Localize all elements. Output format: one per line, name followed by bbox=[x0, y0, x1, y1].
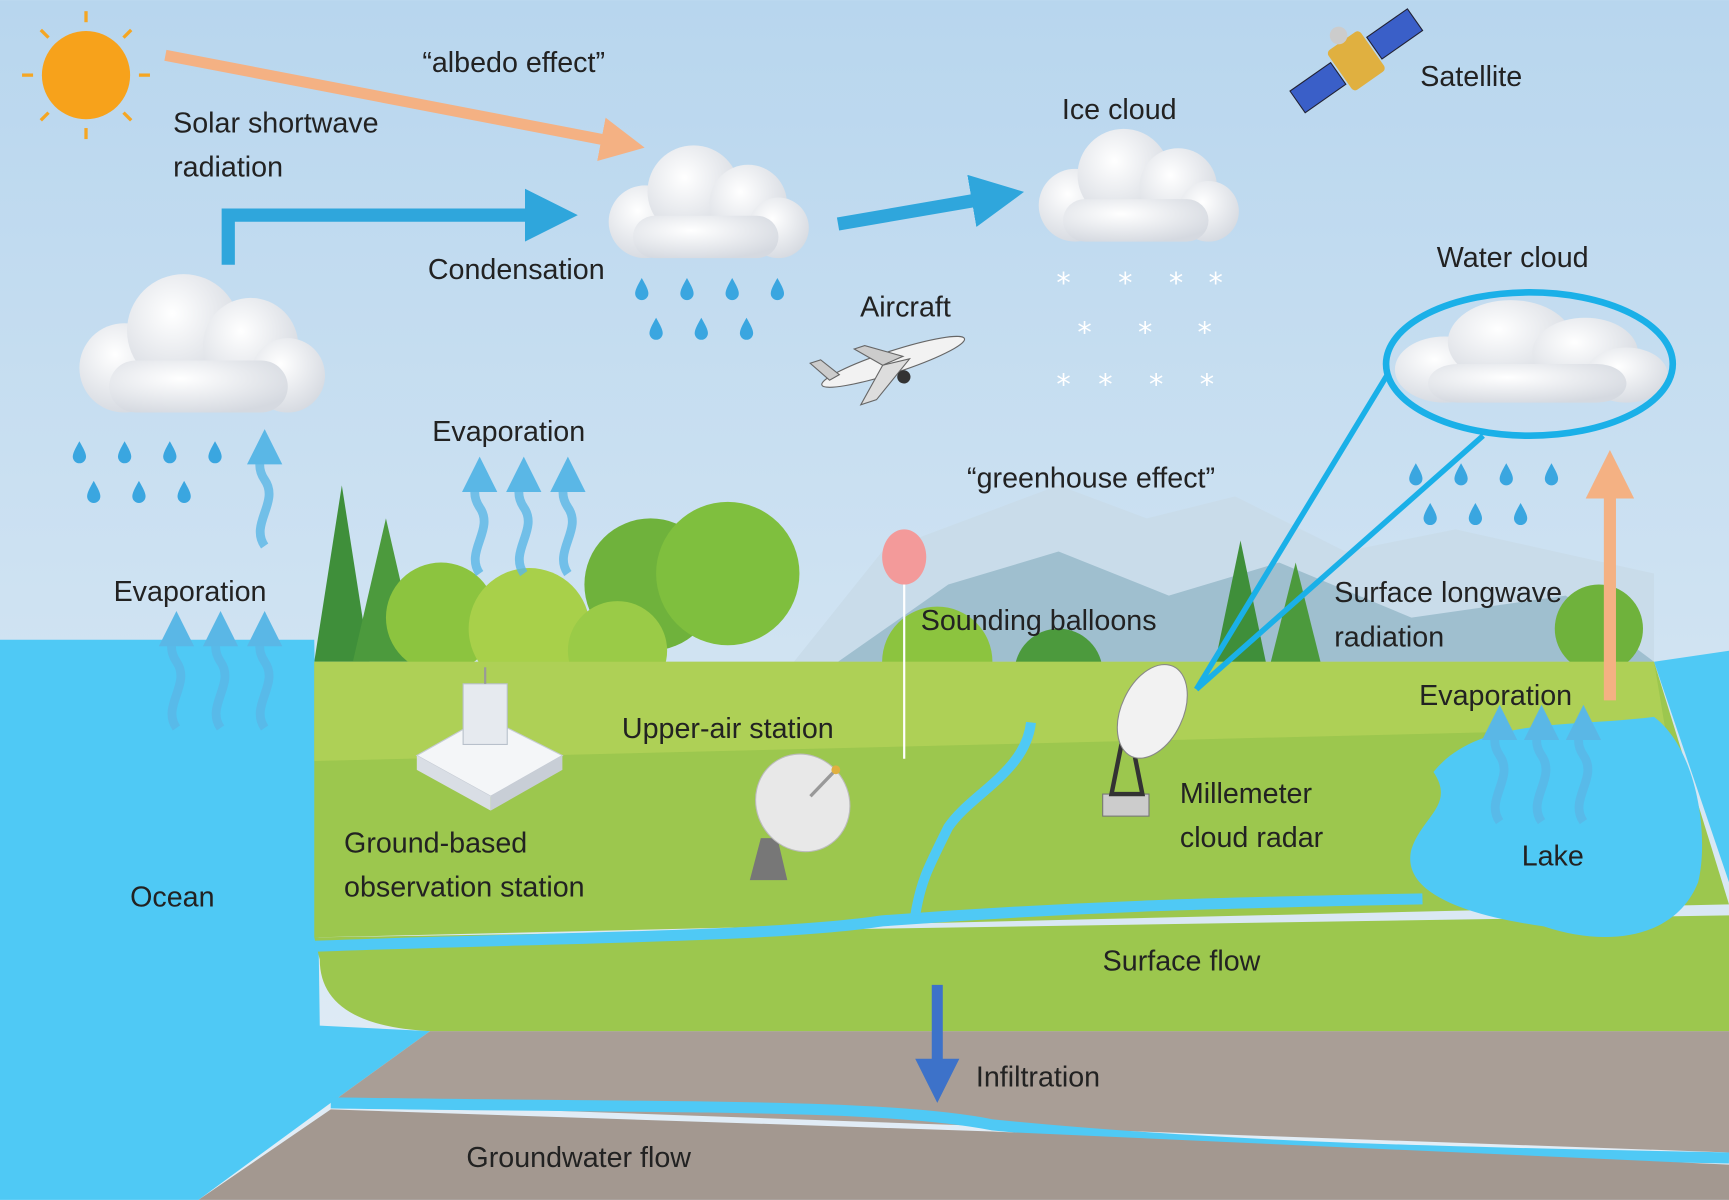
svg-text:*: * bbox=[1169, 265, 1183, 299]
label-observation-station: observation station bbox=[344, 872, 585, 904]
svg-text:*: * bbox=[1149, 367, 1163, 401]
label-cloud-radar: cloud radar bbox=[1180, 822, 1324, 854]
label-satellite: Satellite bbox=[1420, 61, 1522, 93]
svg-text:*: * bbox=[1098, 367, 1112, 401]
label-condensation: Condensation bbox=[428, 254, 605, 286]
svg-text:*: * bbox=[1209, 265, 1223, 299]
label-upper-air-station: Upper-air station bbox=[622, 713, 834, 745]
albedo-arrow bbox=[164, 49, 645, 161]
snowflake-icon: **** *** **** bbox=[1056, 265, 1222, 400]
cloud-radar-icon bbox=[1102, 663, 1188, 817]
label-ice-cloud: Ice cloud bbox=[1062, 94, 1177, 126]
sun-icon bbox=[22, 11, 150, 140]
bedrock-layer bbox=[198, 1109, 1729, 1200]
radar-beam bbox=[1194, 433, 1485, 692]
radar-dish-icon bbox=[749, 753, 851, 881]
label-ground-based: Ground-based bbox=[344, 828, 527, 860]
observation-station-icon bbox=[415, 667, 564, 811]
land-front bbox=[314, 915, 1729, 1032]
label-water-cloud: Water cloud bbox=[1437, 242, 1589, 274]
svg-text:*: * bbox=[1118, 265, 1132, 299]
ocean bbox=[0, 639, 431, 1200]
radar-beam bbox=[1194, 373, 1390, 691]
surface-flow-river bbox=[314, 893, 1423, 952]
label-lake: Lake bbox=[1522, 841, 1584, 873]
label-sounding-balloons: Sounding balloons bbox=[921, 605, 1157, 637]
label-evaporation-lake: Evaporation bbox=[1419, 680, 1572, 712]
svg-text:*: * bbox=[1138, 315, 1152, 349]
label-solar-radiation: radiation bbox=[173, 152, 283, 184]
svg-text:*: * bbox=[1056, 265, 1070, 299]
labels: “albedo effect” Solar shortwave radiatio… bbox=[114, 47, 1589, 1174]
svg-text:*: * bbox=[1198, 315, 1212, 349]
label-evaporation-forest: Evaporation bbox=[432, 416, 585, 448]
label-albedo-effect: “albedo effect” bbox=[422, 47, 605, 79]
label-ocean: Ocean bbox=[130, 882, 214, 914]
balloon-icon bbox=[882, 529, 927, 759]
svg-text:*: * bbox=[1200, 367, 1214, 401]
groundwater-flow bbox=[330, 1097, 1729, 1164]
satellite-icon bbox=[1289, 8, 1424, 114]
svg-text:*: * bbox=[1077, 315, 1091, 349]
svg-text:*: * bbox=[1056, 367, 1070, 401]
label-longwave-radiation: radiation bbox=[1334, 621, 1444, 653]
label-greenhouse-effect: “greenhouse effect” bbox=[967, 463, 1215, 495]
label-aircraft: Aircraft bbox=[860, 292, 951, 324]
lake bbox=[1410, 716, 1703, 938]
water-cloud-highlight bbox=[1382, 289, 1677, 440]
condensation-arrow bbox=[221, 188, 578, 265]
label-infiltration: Infiltration bbox=[976, 1061, 1100, 1093]
label-groundwater-flow: Groundwater flow bbox=[466, 1142, 691, 1174]
label-evaporation-ocean: Evaporation bbox=[114, 576, 267, 608]
soil-layer bbox=[330, 1031, 1729, 1153]
label-surface-longwave: Surface longwave bbox=[1334, 577, 1562, 609]
cloud-transport-arrow bbox=[836, 174, 1025, 231]
label-millimeter: Millemeter bbox=[1180, 778, 1313, 810]
label-solar-shortwave: Solar shortwave bbox=[173, 107, 378, 139]
airplane-icon bbox=[809, 335, 966, 406]
stream bbox=[910, 721, 1036, 917]
label-surface-flow: Surface flow bbox=[1103, 946, 1261, 978]
